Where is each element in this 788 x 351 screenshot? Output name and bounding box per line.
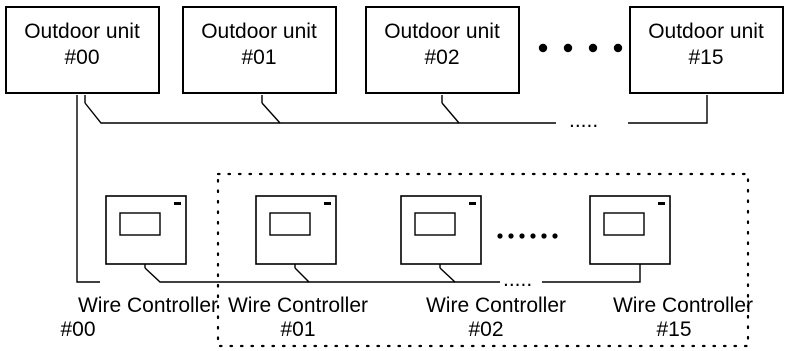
controller-label: Wire Controller: [613, 294, 753, 317]
wire-controller-00-label: Wire Controller #00: [60, 294, 218, 341]
outdoor-bus-ellipsis: .....: [569, 109, 598, 132]
wire-controller-02-label: Wire Controller #02: [426, 294, 566, 341]
outdoor-unit-00: Outdoor unit #00: [5, 6, 160, 94]
controller-number: #01: [280, 318, 315, 341]
controller-bus-ellipsis: .....: [503, 268, 532, 291]
controller-continuation-dots: [497, 233, 558, 239]
outdoor-unit-label: Outdoor unit: [648, 20, 764, 43]
outdoor-unit-label: Outdoor unit: [201, 20, 317, 43]
outdoor-unit-01: Outdoor unit #01: [182, 6, 337, 94]
wire-controller-15-label: Wire Controller #15: [613, 294, 753, 341]
controller-number: #15: [656, 318, 691, 341]
outdoor-unit-15: Outdoor unit #15: [629, 6, 784, 94]
controller-bus: [144, 264, 641, 283]
outdoor-unit-number: #02: [424, 46, 459, 69]
wire-controller-01-icon: [255, 195, 337, 265]
outdoor-unit-number: #01: [241, 46, 276, 69]
controller-group-boundary: [216, 172, 750, 348]
wire-controller-00-icon: [105, 195, 187, 265]
outdoor-unit-02: Outdoor unit #02: [365, 6, 520, 94]
wire-controller-02-icon: [400, 195, 482, 265]
wire-controller-01-label: Wire Controller #01: [228, 294, 368, 341]
outdoor-to-controller-link: [76, 95, 100, 283]
controller-label: Wire Controller: [78, 294, 218, 317]
controller-number: #00: [60, 318, 95, 341]
outdoor-unit-number: #15: [688, 46, 723, 69]
wire-controller-15-icon: [589, 195, 671, 265]
outdoor-bus: [84, 95, 708, 124]
outdoor-continuation-dots: [538, 43, 623, 53]
controller-label: Wire Controller: [426, 294, 566, 317]
controller-number: #02: [468, 318, 503, 341]
outdoor-unit-label: Outdoor unit: [24, 20, 140, 43]
outdoor-unit-label: Outdoor unit: [384, 20, 500, 43]
controller-label: Wire Controller: [228, 294, 368, 317]
outdoor-unit-number: #00: [64, 46, 99, 69]
